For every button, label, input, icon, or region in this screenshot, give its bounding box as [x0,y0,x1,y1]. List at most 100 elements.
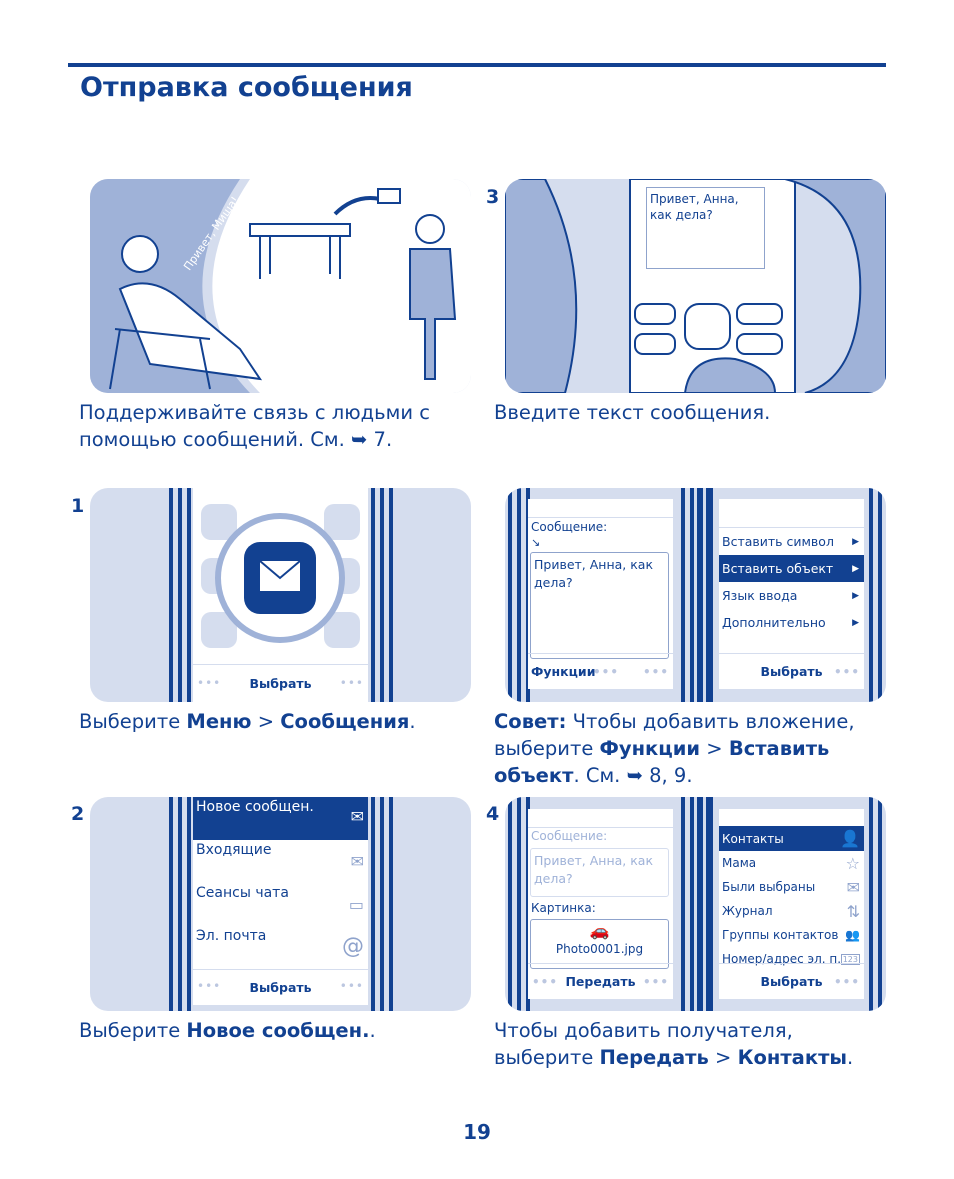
number-icon: 123 [840,953,860,965]
page-title: Отправка сообщения [80,72,413,103]
menu-label: Были выбраны [722,880,816,894]
separator: > [715,1046,732,1069]
menu-label: Мама [722,856,757,870]
page-number: 19 [463,1120,491,1144]
tip-screens: Сообщение: ↘ Привет, Анна, как дела? Фун… [505,488,886,702]
intro-ref[interactable]: 7. [373,428,393,451]
menu-label: Эл. почта [196,928,267,944]
functions-softkey[interactable]: Функции•••••• [528,653,673,689]
header-rule [68,63,886,67]
menu-item-insert-object[interactable]: Вставить объект ▶ [719,555,864,582]
functions-keyword: Функции [599,737,701,760]
menu-item-groups[interactable]: Группы контактов 👥 [719,923,864,947]
tip-label: Совет: [494,710,567,733]
step-3-illustration: Привет, Анна, как дела? [505,179,886,393]
group-icon: 👥 [845,928,860,942]
picture-label: Картинка: [531,901,596,915]
step-2-screen: Новое сообщен. ✉ Входящие ✉ Сеансы чата ▭ Э… [90,797,471,1011]
at-icon: @ [342,934,364,959]
menu-item-mom[interactable]: Мама ☆ [719,851,864,875]
step-3-screen-text: Привет, Анна, как дела? [646,187,765,269]
select-softkey[interactable]: Выбрать [193,664,368,702]
softkey-label: Выбрать [249,676,312,691]
message-label: Сообщение: [531,829,608,843]
separator: > [706,737,723,760]
submenu-arrow-icon: ▶ [852,563,859,574]
step-4-caption: Чтобы добавить получателя, выберите Пере… [494,1017,853,1071]
submenu-arrow-icon: ▶ [852,536,859,547]
message-label: Сообщение: [531,520,608,534]
step-4-screens: Сообщение: Привет, Анна, как дела? Карти… [505,797,886,1011]
tip-caption: Совет: Чтобы добавить вложение, выберите… [494,708,855,789]
menu-label: Входящие [196,842,272,858]
step-4-number: 4 [486,803,500,825]
caption-text: Выберите [79,1019,181,1042]
menu-label: Номер/адрес эл. п. [722,952,842,966]
menu-item-number[interactable]: Номер/адрес эл. п.123 [719,947,864,971]
step-2-number: 2 [71,803,85,825]
envelope-icon: ✉ [846,877,860,897]
cursor-icon: ↘ [531,536,541,549]
menu-label: Группы контактов [722,928,839,942]
insert-keyword: Вставить [728,737,830,760]
tip-text: Чтобы добавить вложение, [572,710,855,733]
send-keyword: Передать [599,1046,709,1069]
reference-arrow-icon: ➥ [351,428,368,451]
log-icon: ⇅ [846,901,860,921]
select-softkey[interactable]: Выбрать••• [719,653,864,689]
car-thumbnail-icon: 🚗 [589,921,610,940]
intro-line1: Поддерживайте связь с людьми с [79,401,430,424]
step-1-caption: Выберите Меню > Сообщения. [79,708,416,735]
reference-arrow-icon: ➥ [626,764,643,787]
compose-icon: ✉ [350,807,364,826]
menu-item-chat[interactable]: Сеансы чата ▭ [193,883,368,926]
menu-item-input-language[interactable]: Язык ввода▶ [719,582,864,609]
tip-ref[interactable]: 8, 9. [649,764,693,787]
menu-item-more[interactable]: Дополнительно ▶ [719,609,864,636]
softkey-label: Передать [565,974,636,989]
caption-end: . [409,710,416,733]
menu-item-inbox[interactable]: Входящие ✉ [193,840,368,883]
menu-item-insert-symbol[interactable]: Вставить символ▶ [719,528,864,555]
message-input[interactable]: Привет, Анна, как дела? [530,848,669,897]
select-softkey[interactable]: Выбрать [193,969,368,1005]
step-1-number: 1 [71,495,85,517]
submenu-arrow-icon: ▶ [852,617,859,628]
menu-label: Контакты [722,831,784,846]
caption-text: выберите [494,1046,594,1069]
see-text: . См. [573,764,621,787]
caption-text: Выберите [79,710,181,733]
chat-icon: ▭ [348,895,364,914]
separator: > [257,710,275,733]
step-1-screen: Выбрать •••••• [90,488,471,702]
contacts-keyword: Контакты [737,1046,848,1069]
menu-label: Новое сообщен. [196,799,314,815]
step-2-caption: Выберите Новое сообщен.. [79,1017,376,1044]
menu-item-recent[interactable]: Были выбраны ✉ [719,875,864,899]
object-keyword: объект [494,764,574,787]
step-3-number: 3 [486,186,500,208]
picture-attachment[interactable]: 🚗 Photo0001.jpg [530,919,669,969]
menu-label: Дополнительно [722,615,826,630]
intro-caption: Поддерживайте связь с людьми с помощью с… [79,399,430,453]
message-input[interactable]: Привет, Анна, как дела? [530,552,669,659]
intro-illustration: Привет, Миша! [90,179,471,393]
softkey-label: Выбрать [760,974,823,989]
menu-label: Вставить объект [722,561,834,576]
menu-item-log[interactable]: Журнал ⇅ [719,899,864,923]
new-message-keyword: Новое сообщен. [186,1019,370,1042]
messages-keyword: Сообщения [280,710,410,733]
file-name: Photo0001.jpg [555,942,644,956]
star-icon: ☆ [845,853,860,873]
softkey-label: Выбрать [760,664,823,679]
select-softkey[interactable]: Выбрать••• [719,963,864,999]
menu-item-email[interactable]: Эл. почта @ [193,926,368,969]
menu-label: Журнал [722,904,773,918]
inbox-icon: ✉ [350,852,364,871]
menu-item-new-message[interactable]: Новое сообщен. ✉ [193,797,368,840]
send-softkey[interactable]: Передать•••••• [528,963,673,999]
menu-label: Сеансы чата [196,885,289,901]
intro-line2: помощью сообщений. См. [79,428,345,451]
softkey-label: Функции [531,664,596,679]
menu-item-contacts[interactable]: Контакты👤 [719,826,864,851]
